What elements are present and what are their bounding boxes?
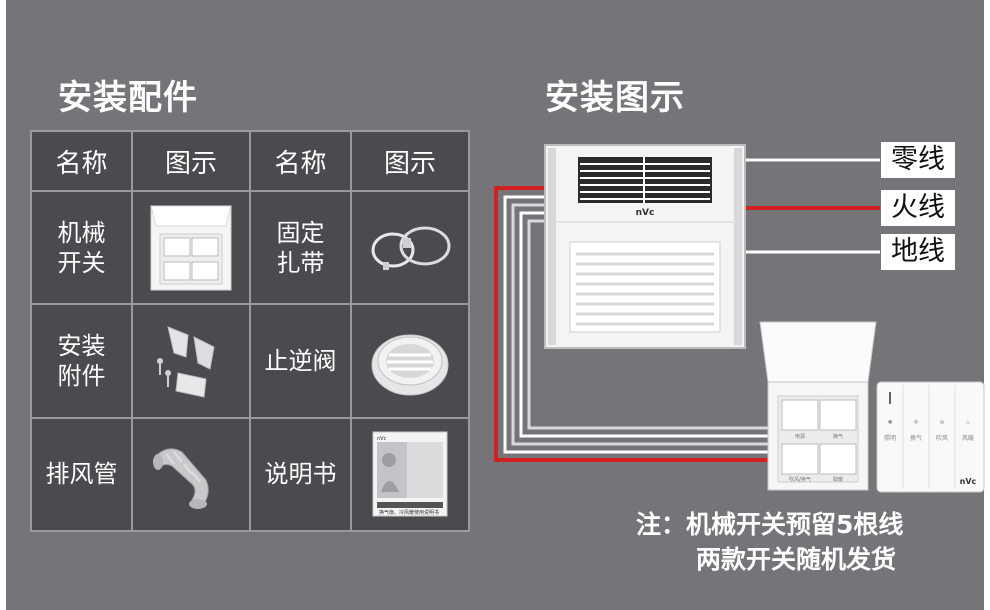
key-label: 电源 <box>795 433 805 440</box>
power-wires <box>740 158 880 254</box>
key-label: 取暖 <box>833 476 843 483</box>
part-name-cell: 排风管 <box>29 416 134 533</box>
header-name-2: 名称 <box>248 130 353 192</box>
heat-icon: ♨ <box>965 419 970 426</box>
diagram-title: 安装图示 <box>545 78 685 118</box>
part-image-cell <box>131 189 251 306</box>
key-label: 换气 <box>833 433 843 440</box>
panel-brand-logo: nVc <box>960 477 977 486</box>
part-name-line: 固定 <box>276 218 325 247</box>
part-image-cell: nVc 换气扇、冷风暖使用说明书 <box>350 416 470 533</box>
part-name-cell: 说明书 <box>248 416 353 533</box>
wire-line <box>519 211 772 438</box>
neutral-wire-label: 零线 <box>881 142 955 178</box>
panel-button-label: 吹风 <box>936 434 948 442</box>
mechanical-switch-icon <box>150 205 232 291</box>
check-valve-icon <box>371 334 449 396</box>
panel-button-label: 换气 <box>910 434 922 442</box>
part-name-line: 附件 <box>57 361 106 390</box>
switch-wires <box>494 186 772 462</box>
fan-icon: ✢ <box>913 419 918 426</box>
part-name-line: 安装 <box>57 331 106 360</box>
part-image-cell <box>350 303 470 419</box>
part-name-line: 止逆阀 <box>264 346 337 375</box>
part-name-line: 扎带 <box>276 248 325 277</box>
part-image-cell <box>131 303 251 419</box>
manual-caption: 换气扇、冷风暖使用说明书 <box>379 509 439 516</box>
lamp-icon: ✺ <box>887 419 892 426</box>
mechanical-switch-device: 电源 换气 吹风/换气 取暖 <box>759 321 877 491</box>
bath-heater-unit: nVc <box>544 144 746 349</box>
header-name-1: 名称 <box>29 130 134 192</box>
wire-line <box>527 219 772 430</box>
parts-table: 名称 图示 名称 图示 机械 开关 <box>29 130 470 533</box>
table-row: 安装 附件 止逆阀 <box>29 303 470 419</box>
part-image-cell <box>131 416 251 533</box>
wire-line <box>503 195 772 454</box>
part-name-line: 说明书 <box>264 460 337 489</box>
part-image-cell <box>350 189 470 306</box>
manual-brand: nVc <box>377 436 387 442</box>
blow-icon: ≋ <box>939 419 944 426</box>
note-line-2: 两款开关随机发货 <box>696 545 897 574</box>
heater-brand-logo: nVc <box>636 208 655 218</box>
part-name-line: 机械 <box>57 218 106 247</box>
parts-title: 安装配件 <box>58 78 198 118</box>
table-row: 机械 开关 固定 扎带 <box>29 189 470 306</box>
wire-line <box>511 203 772 446</box>
panel-button-label: 风暖 <box>962 434 974 442</box>
touch-switch-panel: ✺ ✢ ≋ ♨ 照明 换气 吹风 风暖 nVc <box>876 381 985 493</box>
exhaust-duct-icon <box>153 448 209 510</box>
table-header-row: 名称 图示 名称 图示 <box>29 130 470 192</box>
mounting-bracket-icon <box>157 326 215 398</box>
manual-icon: nVc 换气扇、冷风暖使用说明书 <box>372 431 448 517</box>
table-row: 排风管 说明书 <box>29 416 470 533</box>
part-name-cell: 止逆阀 <box>248 303 353 419</box>
part-name-cell: 机械 开关 <box>29 189 134 306</box>
key-label: 吹风/换气 <box>789 476 811 483</box>
cable-tie-icon <box>371 226 451 270</box>
ground-wire-label: 地线 <box>881 234 955 270</box>
part-name-cell: 安装 附件 <box>29 303 134 419</box>
header-image-1: 图示 <box>131 130 251 192</box>
part-name-line: 开关 <box>57 248 106 277</box>
part-name-line: 排风管 <box>45 460 118 489</box>
part-name-cell: 固定 扎带 <box>248 189 353 306</box>
live-wire-label: 火线 <box>881 190 955 226</box>
live-wire-line <box>494 186 772 462</box>
panel-button-label: 照明 <box>884 435 896 442</box>
header-image-2: 图示 <box>350 130 470 192</box>
note-line-1: 注：机械开关预留5根线 <box>636 510 904 539</box>
